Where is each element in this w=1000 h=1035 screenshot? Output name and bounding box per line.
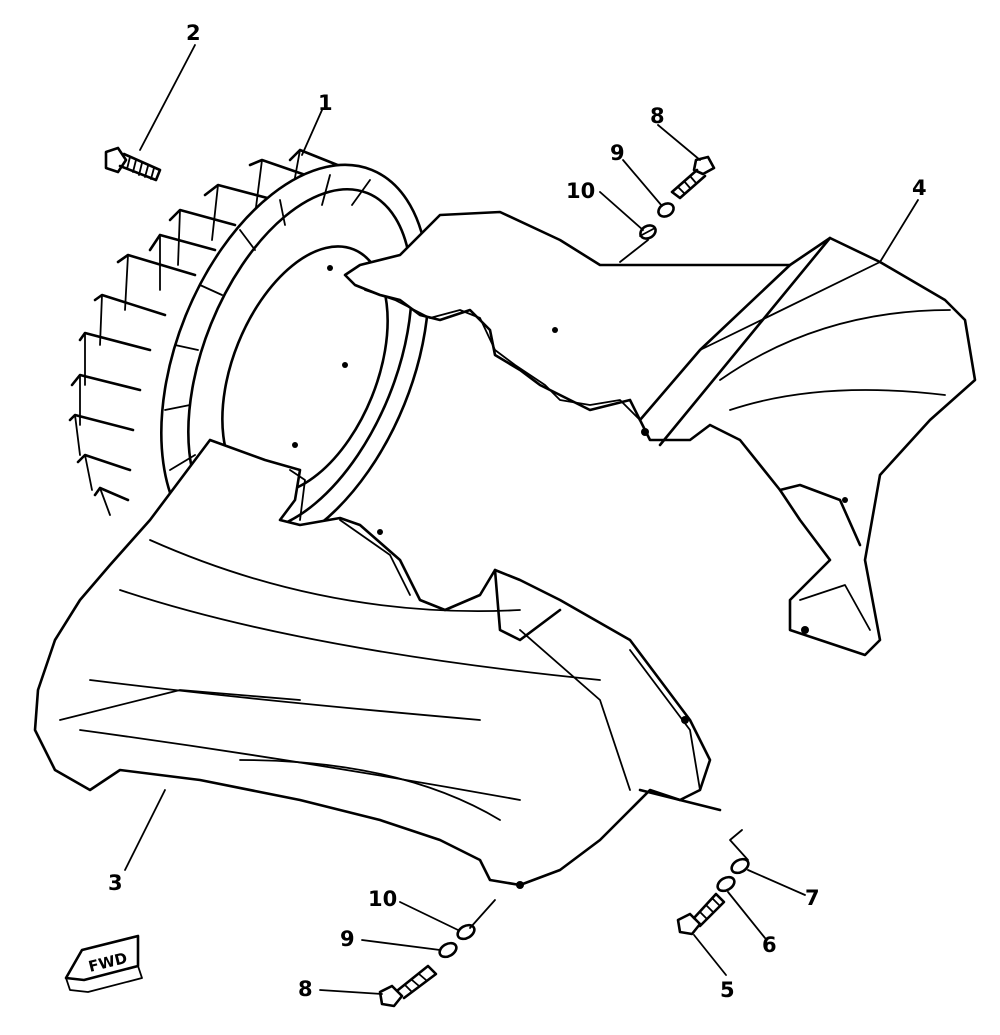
callout-8-bottom: 8 — [298, 977, 313, 1001]
callout-3: 3 — [108, 871, 123, 895]
callout-10-top: 10 — [566, 179, 595, 203]
callout-6: 6 — [762, 933, 777, 957]
callout-8-top: 8 — [650, 104, 665, 128]
fastener-group-top — [639, 155, 716, 240]
callout-9-bottom: 9 — [340, 927, 355, 951]
callout-2: 2 — [186, 21, 201, 45]
air-shroud-part-3 — [33, 438, 722, 889]
forward-arrow-icon: FWD — [64, 934, 143, 993]
callout-4: 4 — [912, 176, 927, 200]
air-shroud-part-4 — [343, 210, 977, 657]
bolt-part-2 — [104, 146, 162, 182]
fastener-group-bottom-left — [378, 899, 496, 1008]
callout-7: 7 — [805, 886, 820, 910]
callout-1: 1 — [318, 91, 333, 115]
fastener-group-bottom-right — [676, 829, 750, 936]
callout-5: 5 — [720, 978, 735, 1002]
callout-9-top: 9 — [610, 141, 625, 165]
callout-10-bottom: 10 — [368, 887, 397, 911]
callout-labels: 2 1 8 9 10 4 3 10 9 8 5 6 7 — [108, 21, 927, 1002]
fan-blades — [68, 148, 362, 516]
leader-lines — [124, 44, 919, 995]
